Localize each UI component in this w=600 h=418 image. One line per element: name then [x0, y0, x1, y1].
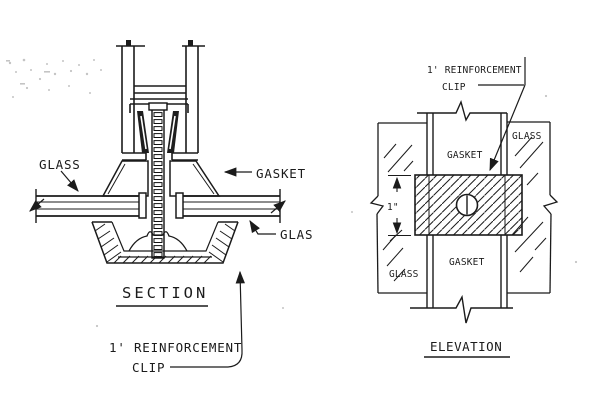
elevation-mullion — [410, 99, 513, 324]
clip-leader-arrow — [170, 270, 245, 368]
washer-profile — [128, 231, 188, 252]
elevation-title: ELEVATION — [430, 339, 502, 354]
glas-label-section: GLAS — [280, 227, 313, 242]
elevation-clip-leader — [478, 57, 526, 172]
reinforcement-clip-elevation — [414, 174, 523, 236]
gasket-shoulders — [101, 160, 221, 197]
spline-cap — [148, 102, 168, 111]
glass-panel-right-elevation — [507, 121, 559, 294]
glass-panel-left-section — [29, 189, 147, 223]
wedge-gaskets — [137, 111, 179, 153]
glass-panel-left-elevation — [369, 122, 427, 294]
gasket-label-section: GASKET — [256, 166, 306, 181]
glass-leader-arrow — [60, 170, 79, 192]
scan-noise — [6, 58, 578, 328]
gasket-label-lower: GASKET — [449, 257, 485, 268]
reinforcement-clip-section — [91, 221, 239, 264]
glass-panel-right-section — [175, 189, 286, 223]
section-view: GLASS GASKET GLAS SECTION 1' REINFORCEME… — [29, 40, 313, 375]
section-leaders — [60, 167, 276, 368]
glass-label-section: GLASS — [39, 157, 81, 172]
clip-note-line2-section: CLIP — [132, 360, 165, 375]
dimension-label: 1" — [387, 202, 399, 213]
glass-label-upper-right: GLASS — [512, 131, 542, 142]
gasket-label-upper: GASKET — [447, 150, 483, 161]
clip-note-line1-section: 1' REINFORCEMENT — [109, 340, 242, 355]
glass-label-lower-left: GLASS — [389, 269, 419, 280]
section-title: SECTION — [122, 284, 208, 302]
clip-note-line2-elevation: CLIP — [442, 82, 466, 93]
dimension-1-inch — [388, 174, 411, 242]
glas-leader-arrow — [249, 219, 276, 235]
elevation-view: 1" 1' REINFORCEMENT CLIP GLASS GASKET GA… — [369, 57, 559, 358]
clip-note-line1-elevation: 1' REINFORCEMENT — [427, 65, 522, 76]
